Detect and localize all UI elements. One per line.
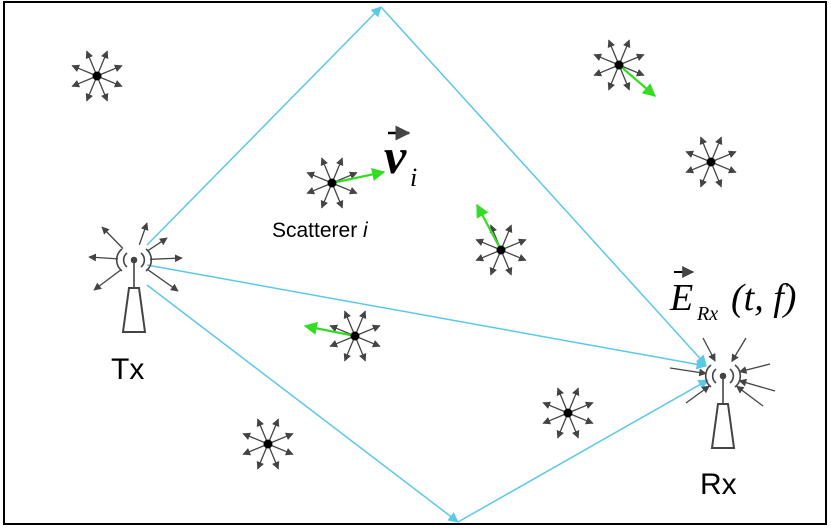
scatterer-node — [563, 408, 573, 418]
ray-top-to-rx — [380, 6, 707, 366]
scatterer-star-icon — [685, 136, 737, 188]
scatterer-group — [71, 39, 737, 470]
tx-radiation-arrow — [138, 222, 149, 246]
scatterer-node — [614, 60, 624, 70]
velocity-subscript: i — [410, 163, 417, 192]
antenna-tower-icon — [704, 364, 742, 449]
scatterer-word: Scatterer — [272, 219, 357, 242]
rx-incoming-arrow — [738, 363, 771, 374]
ray-tx-to-rx — [146, 264, 708, 370]
scatterer-star-icon — [71, 50, 123, 102]
scatterer-label: Scatterer i — [272, 219, 369, 242]
scatterer-node — [706, 157, 716, 167]
scatterer-star-icon — [303, 310, 381, 362]
velocity-vector-arrow — [618, 64, 657, 97]
field-symbol: E Rx (t, f) — [669, 266, 796, 325]
velocity-symbol: v i — [384, 125, 417, 192]
scatterer-index: i — [363, 219, 369, 242]
scatterer-node — [327, 178, 337, 188]
rx-incoming-arrows — [669, 337, 776, 407]
scatterer-node — [263, 439, 273, 449]
scatterer-star-icon — [242, 418, 294, 470]
field-subscript: Rx — [696, 303, 718, 325]
rx-antenna: Rx — [669, 337, 776, 501]
tx-radiation-arrows — [88, 222, 183, 292]
tx-radiation-arrow — [88, 253, 119, 262]
field-letter: E — [669, 277, 693, 319]
tx-antenna: Tx — [88, 222, 183, 386]
velocity-vector-arrow — [303, 321, 356, 338]
field-arguments: (t, f) — [731, 277, 796, 319]
velocity-vector-arrow — [331, 168, 386, 185]
ray-tx-to-bottom — [146, 284, 459, 523]
rx-incoming-arrow — [669, 367, 707, 377]
scatterer-node — [496, 245, 506, 255]
tx-radiation-arrow — [146, 268, 179, 292]
tx-radiation-arrow — [149, 254, 183, 263]
velocity-letter: v — [384, 128, 407, 184]
scatterer-star-icon — [542, 387, 594, 439]
rx-incoming-arrow — [738, 378, 776, 392]
ray-paths — [146, 6, 709, 523]
diagram-border — [3, 1, 827, 525]
tx-radiation-arrow — [146, 237, 168, 252]
rx-incoming-arrow — [685, 385, 710, 404]
rx-incoming-arrow — [731, 337, 747, 363]
rx-label: Rx — [700, 468, 737, 501]
antenna-tower-icon — [115, 248, 153, 333]
velocity-vector-arrow — [476, 203, 502, 251]
ray-bottom-to-rx — [457, 379, 709, 523]
scatterer-star-icon — [593, 39, 657, 97]
tx-radiation-arrow — [93, 269, 122, 291]
rx-incoming-arrow — [735, 385, 764, 407]
tx-label: Tx — [111, 353, 144, 386]
scatterer-star-icon — [306, 157, 386, 209]
ray-tx-to-top — [146, 6, 382, 246]
scatterer-node — [350, 331, 360, 341]
scatterer-node — [92, 71, 102, 81]
rx-incoming-arrow — [702, 337, 716, 362]
tx-radiation-arrow — [101, 226, 124, 249]
scatterer-star-icon — [475, 203, 527, 276]
